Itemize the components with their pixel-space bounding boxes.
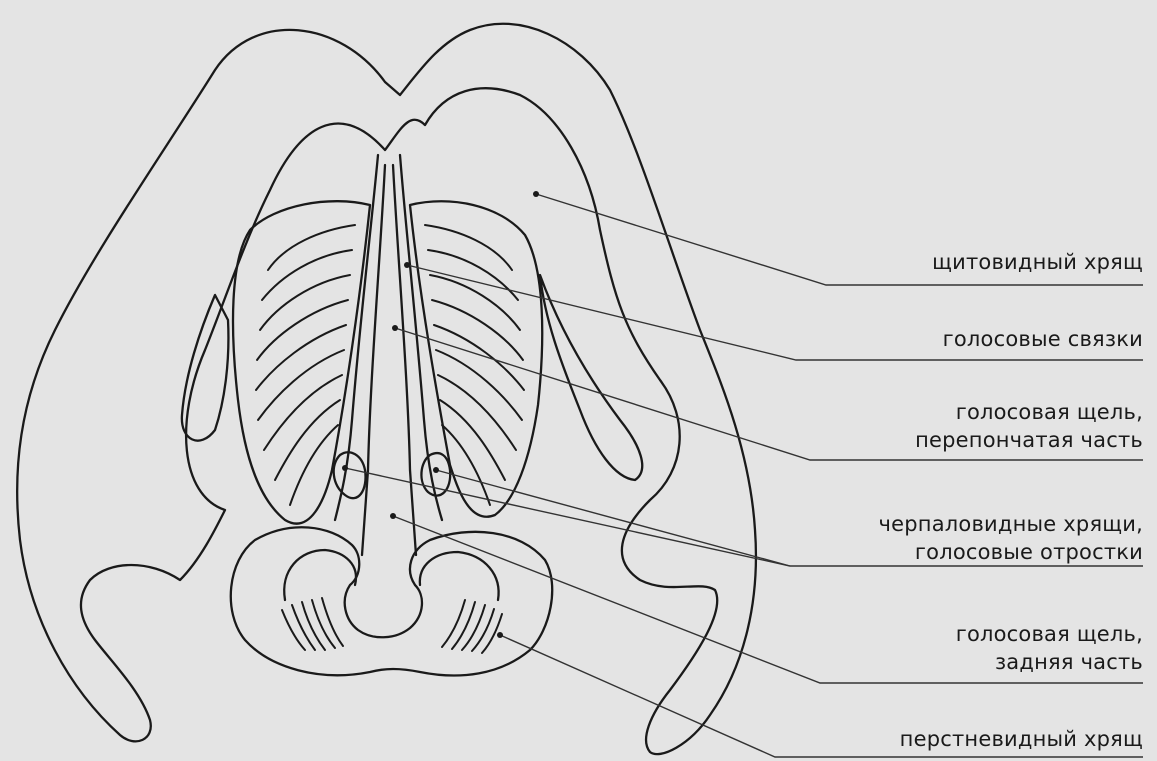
label-cricoid-cartilage: перстневидный хрящ <box>900 725 1143 753</box>
label-glottis-membranous: голосовая щель, перепончатая часть <box>915 398 1143 454</box>
leader-arytenoid-right <box>436 470 790 566</box>
label-glottis-posterior-line2: задняя часть <box>956 648 1143 676</box>
label-thyroid-cartilage: щитовидный хрящ <box>932 248 1143 276</box>
right-vocal-cord <box>400 155 442 520</box>
cricoid-striations <box>282 598 502 653</box>
label-glottis-posterior-line1: голосовая щель, <box>956 620 1143 648</box>
label-glottis-membranous-line2: перепончатая часть <box>915 426 1143 454</box>
label-glottis-posterior: голосовая щель, задняя часть <box>956 620 1143 676</box>
right-arytenoid-body <box>420 552 499 600</box>
left-vocal-cord <box>335 155 378 520</box>
label-arytenoid-line1: черпаловидные хрящи, <box>879 510 1143 538</box>
label-arytenoid-line2: голосовые отростки <box>879 538 1143 566</box>
label-vocal-cords-text: голосовые связки <box>943 325 1143 353</box>
thyroid-inner-left <box>182 295 229 441</box>
label-glottis-membranous-line1: голосовая щель, <box>915 398 1143 426</box>
left-muscle-fibers <box>256 225 355 505</box>
thyroid-cartilage-outline <box>17 24 756 754</box>
label-vocal-cords: голосовые связки <box>943 325 1143 353</box>
cricoid-cartilage <box>231 527 552 675</box>
left-arytenoid-process <box>334 452 366 498</box>
glottis-left-edge <box>362 165 385 555</box>
thyroid-inner-right <box>540 275 642 480</box>
label-thyroid-text: щитовидный хрящ <box>932 248 1143 276</box>
label-arytenoid: черпаловидные хрящи, голосовые отростки <box>879 510 1143 566</box>
label-cricoid-text: перстневидный хрящ <box>900 725 1143 753</box>
right-arytenoid-process <box>421 453 450 495</box>
